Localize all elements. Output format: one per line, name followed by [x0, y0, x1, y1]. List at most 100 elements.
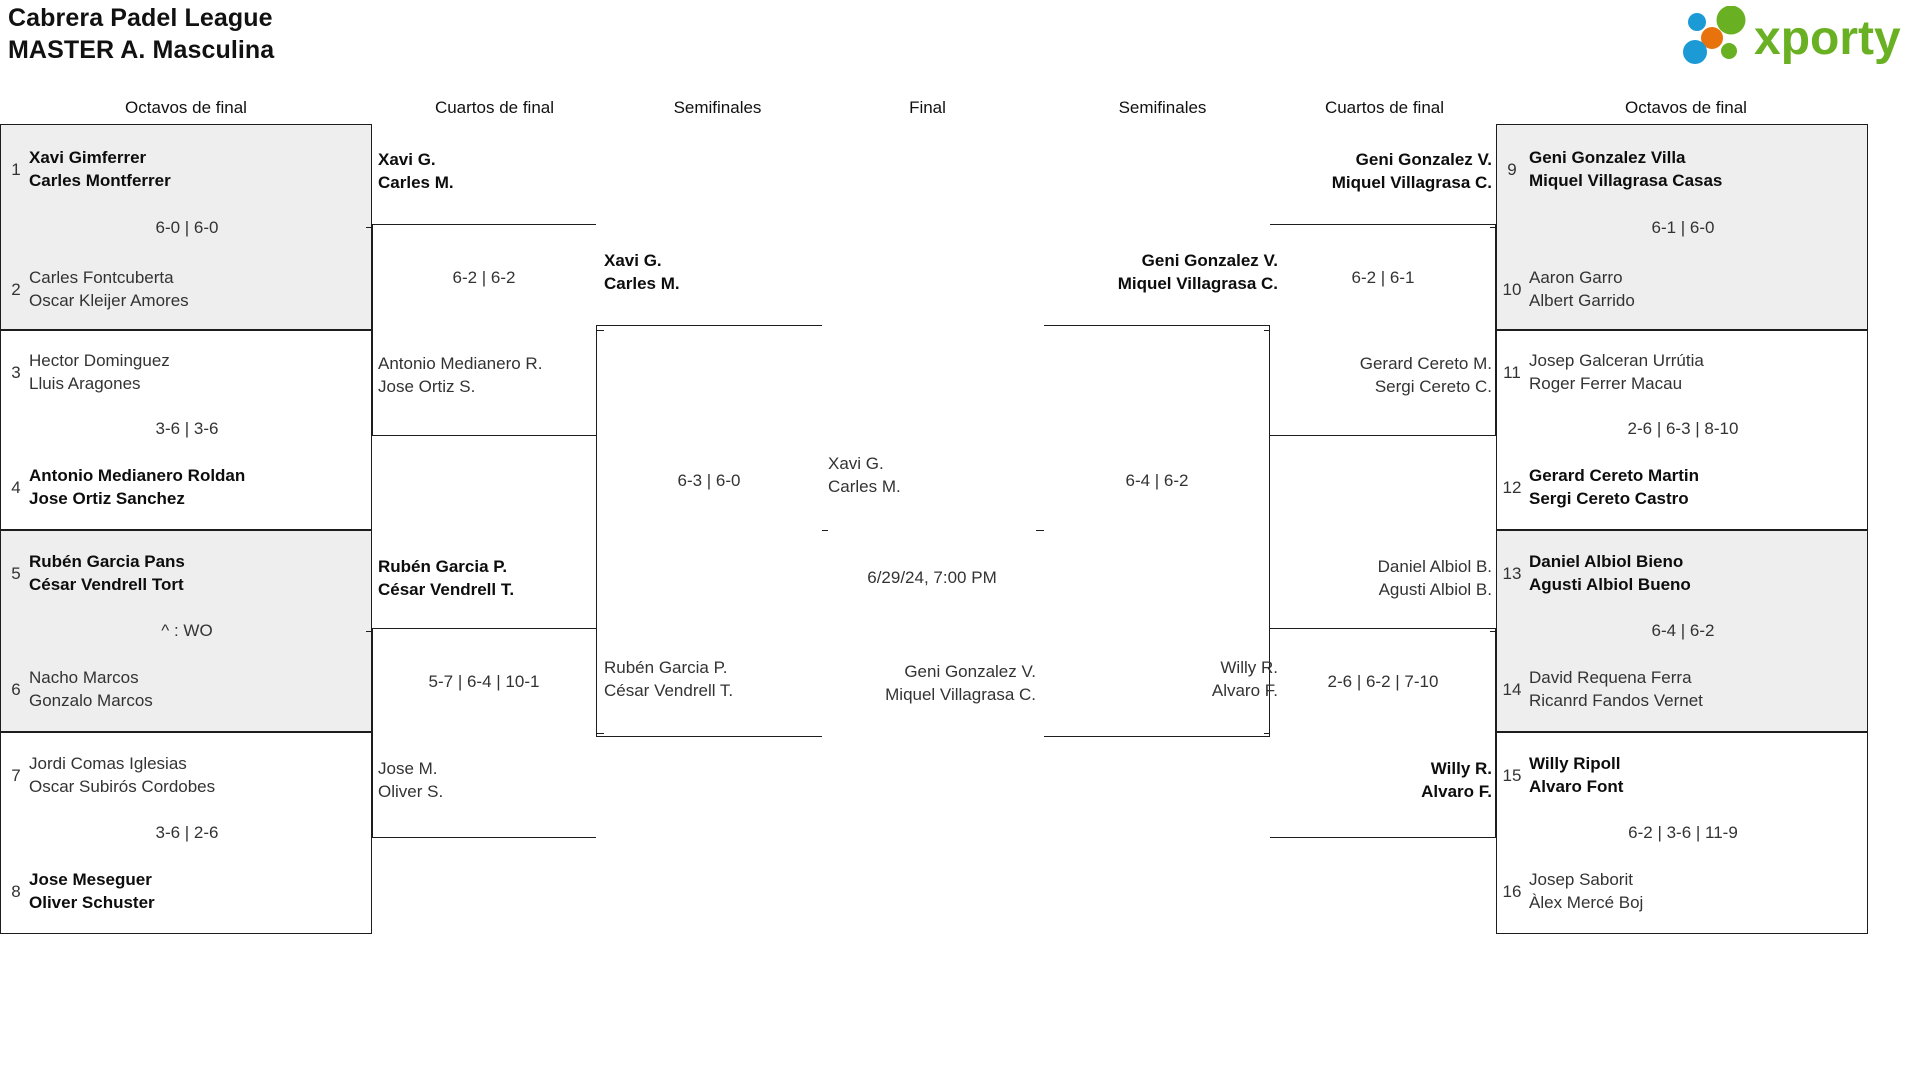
team-player-1: Gerard Cereto Martin [1529, 466, 1700, 485]
match-right-r16-2[interactable]: 11 Josep Galceran Urrútia Roger Ferrer M… [1496, 330, 1868, 530]
qf-right-1-bottom-player-1: Gerard Cereto M. [1359, 354, 1492, 373]
qf-left-2-bottom-player-1: Jose M. [378, 759, 438, 778]
logo-wordmark: xporty [1754, 12, 1901, 64]
qf-left-1-connector[interactable] [372, 224, 596, 436]
qf-right-1-top-player-2: Miquel Villagrasa C. [1331, 173, 1492, 192]
seed-number: 10 [1502, 280, 1522, 299]
seed-number: 15 [1502, 766, 1522, 785]
sf-left-connector[interactable] [596, 325, 822, 737]
seed-number: 11 [1503, 363, 1521, 382]
connector-stub [822, 530, 828, 531]
qf-right-1-top-player-1: Geni Gonzalez V. [1355, 150, 1492, 169]
match-left-r16-2[interactable]: 3 Hector Dominguez Lluis Aragones 3-6 | … [0, 330, 372, 530]
team-player-2: Oscar Kleijer Amores [29, 291, 189, 310]
team-player-1: David Requena Ferra [1529, 668, 1692, 687]
team-player-1: Hector Dominguez [29, 351, 170, 370]
connector-stub [366, 227, 372, 228]
match-left-r16-1[interactable]: 1 Xavi Gimferrer Carles Montferrer 6-0 |… [0, 124, 372, 330]
seed-number: 9 [1507, 160, 1517, 179]
xporty-logo[interactable]: xporty [1680, 6, 1910, 64]
qf-right-2-score: 2-6 | 6-2 | 7-10 [1327, 672, 1439, 691]
match-right-r16-3[interactable]: 13 Daniel Albiol Bieno Agusti Albiol Bue… [1496, 530, 1868, 732]
final-schedule: 6/29/24, 7:00 PM [867, 568, 997, 587]
round-label-right-r16: Octavos de final [1625, 98, 1747, 117]
page-title: Cabrera Padel League MASTER A. Masculina [8, 2, 274, 66]
team-player-1: Daniel Albiol Bieno [1529, 552, 1684, 571]
match-score: 3-6 | 3-6 [155, 419, 219, 438]
connector-stub [366, 631, 372, 632]
sf-right-bottom-player-2: Alvaro F. [1211, 681, 1278, 700]
round-label-final: Final [909, 98, 946, 117]
qf-right-1-connector[interactable] [1270, 224, 1496, 436]
qf-left-2-connector[interactable] [372, 628, 596, 838]
match-score: 6-1 | 6-0 [1651, 218, 1715, 237]
sf-left-score: 6-3 | 6-0 [677, 471, 741, 490]
qf-right-2-connector[interactable] [1270, 628, 1496, 838]
team-player-2: Oliver Schuster [29, 893, 155, 912]
match-right-r16-1[interactable]: 9 Geni Gonzalez Villa Miquel Villagrasa … [1496, 124, 1868, 330]
team-player-2: Miquel Villagrasa Casas [1529, 171, 1723, 190]
team-player-2: Agusti Albiol Bueno [1529, 575, 1691, 594]
final-bottom-player-1: Geni Gonzalez V. [904, 662, 1036, 681]
connector-stub [596, 330, 604, 331]
qf-right-2-bottom-player-2: Alvaro F. [1421, 782, 1492, 801]
qf-left-2-score: 5-7 | 6-4 | 10-1 [428, 672, 540, 691]
match-left-r16-4[interactable]: 7 Jordi Comas Iglesias Oscar Subirós Cor… [0, 732, 372, 934]
seed-number: 14 [1502, 680, 1522, 699]
sf-left-bottom-player-1: Rubén Garcia P. [604, 658, 728, 677]
team-player-1: Antonio Medianero Roldan [29, 466, 246, 485]
sf-right-score: 6-4 | 6-2 [1125, 471, 1189, 490]
page-header: Cabrera Padel League MASTER A. Masculina… [0, 0, 1920, 76]
team-player-2: Oscar Subirós Cordobes [29, 777, 216, 796]
match-score: 3-6 | 2-6 [155, 823, 219, 842]
connector-stub [1490, 227, 1496, 228]
sf-right-bottom-player-1: Willy R. [1220, 658, 1278, 677]
team-player-2: Gonzalo Marcos [29, 691, 153, 710]
match-left-r16-3[interactable]: 5 Rubén Garcia Pans César Vendrell Tort … [0, 530, 372, 732]
team-player-1: Aaron Garro [1529, 268, 1623, 287]
team-player-2: Carles Montferrer [29, 171, 171, 190]
qf-left-1-top-player-1: Xavi G. [378, 150, 436, 169]
team-player-1: Jordi Comas Iglesias [29, 754, 187, 773]
seed-number: 4 [11, 478, 21, 497]
seed-number: 13 [1502, 564, 1522, 583]
team-player-2: Sergi Cereto Castro [1529, 489, 1689, 508]
sf-right-top-player-1: Geni Gonzalez V. [1141, 251, 1278, 270]
logo-dot-green-small [1721, 43, 1737, 59]
round-label-row: Octavos de final Cuartos de final Semifi… [0, 98, 1920, 122]
sf-right-connector[interactable] [1044, 325, 1270, 737]
seed-number: 12 [1502, 478, 1522, 497]
match-score: 6-2 | 3-6 | 11-9 [1628, 823, 1738, 842]
qf-left-2-top-player-1: Rubén Garcia P. [378, 557, 508, 576]
match-score: 6-0 | 6-0 [155, 218, 219, 237]
team-player-1: Rubén Garcia Pans [29, 552, 185, 571]
round-label-left-qf: Cuartos de final [434, 98, 555, 117]
qf-right-2-top-player-2: Agusti Albiol B. [1378, 580, 1492, 599]
qf-left-1-top-player-2: Carles M. [378, 173, 454, 192]
team-player-1: Willy Ripoll [1529, 754, 1621, 773]
seed-number: 1 [11, 160, 21, 179]
match-score: ^ : WO [161, 621, 213, 640]
qf-left-1-bottom-player-1: Antonio Medianero R. [378, 354, 543, 373]
team-player-2: Ricanrd Fandos Vernet [1529, 691, 1703, 710]
team-player-2: Lluis Aragones [29, 374, 141, 393]
team-player-1: Josep Saborit [1529, 870, 1633, 889]
logo-dot-orange [1701, 27, 1723, 49]
seed-number: 6 [11, 680, 21, 699]
sf-left-bottom-player-2: César Vendrell T. [604, 681, 734, 700]
team-player-2: Roger Ferrer Macau [1529, 374, 1683, 393]
category-name: MASTER A. Masculina [8, 36, 275, 64]
match-right-r16-4[interactable]: 15 Willy Ripoll Alvaro Font 6-2 | 3-6 | … [1496, 732, 1868, 934]
round-label-right-sf: Semifinales [1118, 98, 1207, 117]
qf-left-1-bottom-player-2: Jose Ortiz S. [378, 377, 476, 396]
connector-stub [1036, 530, 1044, 531]
team-player-1: Nacho Marcos [29, 668, 139, 687]
team-player-2: Alvaro Font [1529, 777, 1624, 796]
team-player-2: César Vendrell Tort [29, 575, 184, 594]
team-player-1: Josep Galceran Urrútia [1529, 351, 1704, 370]
team-player-1: Xavi Gimferrer [29, 148, 147, 167]
round-label-left-r16: Octavos de final [125, 98, 247, 117]
sf-left-top-player-2: Carles M. [604, 274, 680, 293]
seed-number: 2 [11, 280, 21, 299]
